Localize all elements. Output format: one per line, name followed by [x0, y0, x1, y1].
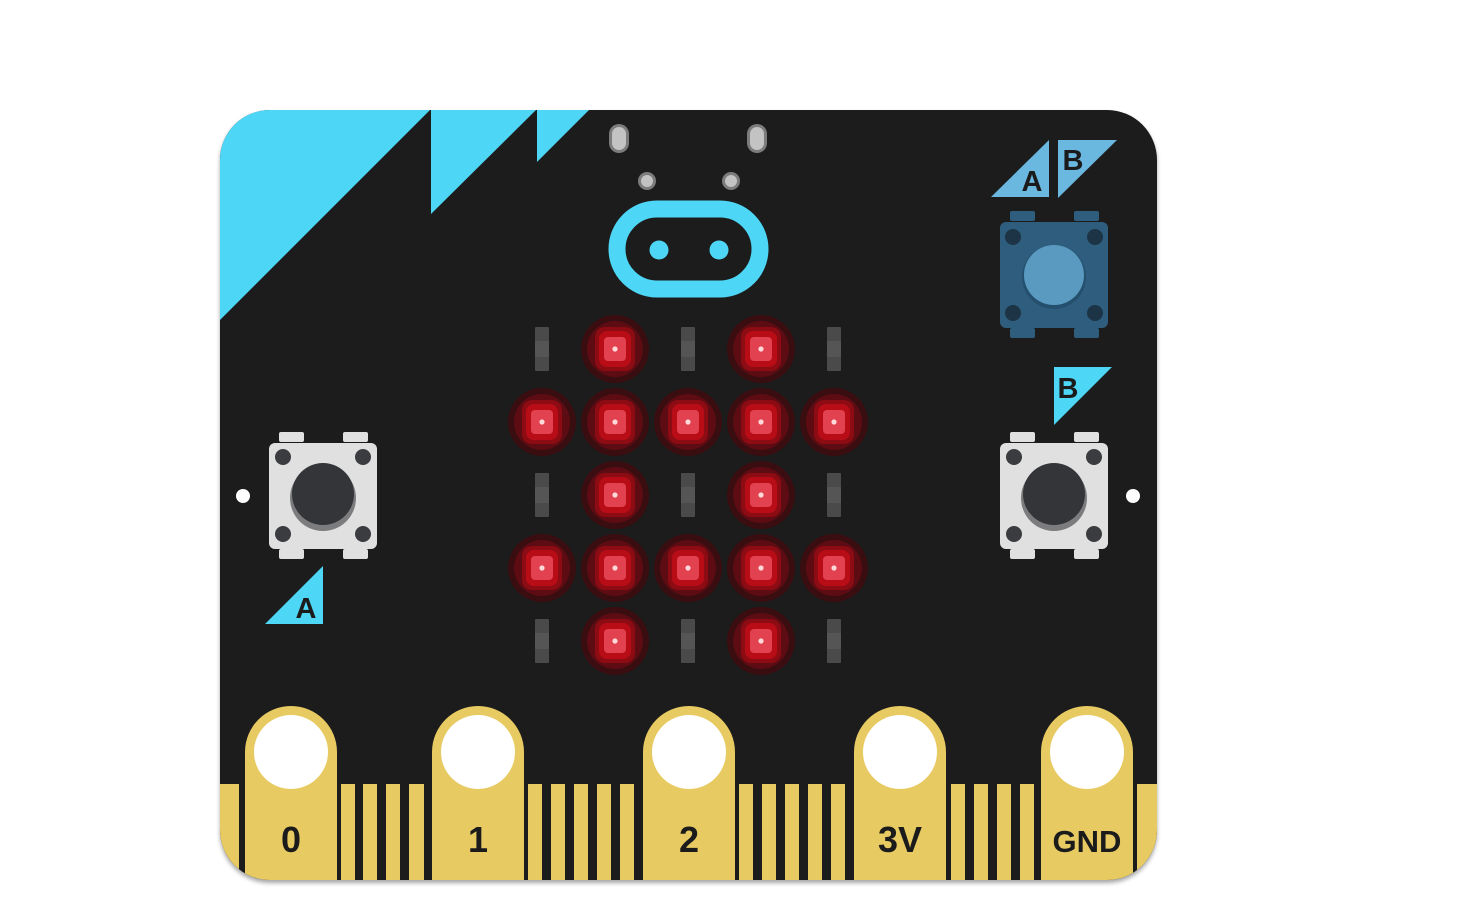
led-2-3 — [727, 461, 795, 529]
edge-strip — [785, 784, 799, 880]
pin-2[interactable]: 2 — [643, 706, 735, 880]
edge-strip — [1020, 784, 1034, 880]
pin-label: 2 — [679, 819, 699, 860]
button-a-label: A — [296, 593, 317, 625]
edge-strips — [220, 784, 1157, 880]
edge-strip — [409, 784, 424, 880]
led-0-1 — [581, 315, 649, 383]
led-3-2 — [654, 534, 722, 602]
led-4-4 — [827, 619, 841, 663]
edge-strip — [762, 784, 776, 880]
pin-hole — [1050, 715, 1124, 789]
edge-strip — [220, 784, 239, 880]
ab-label-a-triangle — [991, 140, 1049, 197]
edge-strip — [341, 784, 355, 880]
led-2-1 — [581, 461, 649, 529]
edge-strip — [551, 784, 565, 880]
pin-hole — [652, 715, 726, 789]
pin-hole — [441, 715, 515, 789]
led-1-0 — [508, 388, 576, 456]
led-4-0 — [535, 619, 549, 663]
edge-strip — [808, 784, 822, 880]
edge-strip — [951, 784, 965, 880]
led-4-1 — [581, 607, 649, 675]
button-b[interactable]: B — [1000, 367, 1140, 559]
led-0-4 — [827, 327, 841, 371]
edge-strip — [597, 784, 611, 880]
pin-label: 0 — [281, 819, 301, 860]
edge-pins: 0 1 2 3V GND — [245, 706, 1133, 880]
button-b-cap — [1023, 463, 1085, 525]
ab-label-a: A — [1022, 166, 1043, 198]
pin-3v[interactable]: 3V — [854, 706, 946, 880]
button-a-indicator-dot — [236, 489, 250, 503]
button-a[interactable]: A — [236, 432, 377, 625]
led-0-0 — [535, 327, 549, 371]
pin-hole — [863, 715, 937, 789]
button-b-indicator-dot — [1126, 489, 1140, 503]
button-a-label-triangle — [265, 566, 323, 624]
edge-strip — [739, 784, 753, 880]
ab-label-b-triangle — [1058, 140, 1117, 198]
pin-label: GND — [1053, 824, 1122, 859]
ab-button[interactable]: A B — [991, 140, 1117, 338]
pin-label: 1 — [468, 819, 488, 860]
accent-stripe-small — [537, 110, 589, 162]
pin-label: 3V — [878, 819, 922, 860]
led-3-1 — [581, 534, 649, 602]
ab-label-b: B — [1063, 145, 1084, 177]
top-sensors — [609, 124, 767, 190]
led-1-4 — [800, 388, 868, 456]
pin-0[interactable]: 0 — [245, 706, 337, 880]
pin-hole — [254, 715, 328, 789]
microbit-logo-icon — [608, 200, 769, 298]
led-3-0 — [508, 534, 576, 602]
accent-stripe-medium — [431, 110, 536, 214]
led-3-4 — [800, 534, 868, 602]
led-2-0 — [535, 473, 549, 517]
ab-button-cap — [1024, 245, 1084, 305]
led-1-1 — [581, 388, 649, 456]
button-b-label: B — [1058, 373, 1079, 405]
pin-gnd[interactable]: GND — [1041, 706, 1133, 880]
button-b-label-triangle — [1054, 367, 1112, 425]
edge-strip — [831, 784, 845, 880]
led-1-2 — [654, 388, 722, 456]
pin-1[interactable]: 1 — [432, 706, 524, 880]
edge-strip — [997, 784, 1011, 880]
led-1-3 — [727, 388, 795, 456]
button-a-cap — [292, 463, 354, 525]
led-4-3 — [727, 607, 795, 675]
led-3-3 — [727, 534, 795, 602]
edge-strip — [386, 784, 400, 880]
edge-connector: 0 1 2 3V GND — [220, 706, 1157, 880]
led-2-2 — [681, 473, 695, 517]
accent-stripe-large — [220, 110, 430, 320]
edge-strip — [620, 784, 634, 880]
edge-strip — [363, 784, 377, 880]
led-0-2 — [681, 327, 695, 371]
led-4-2 — [681, 619, 695, 663]
edge-strip — [528, 784, 542, 880]
edge-strip — [974, 784, 988, 880]
edge-strip — [574, 784, 588, 880]
led-matrix — [508, 315, 868, 675]
edge-strip — [1137, 784, 1157, 880]
led-0-3 — [727, 315, 795, 383]
led-2-4 — [827, 473, 841, 517]
